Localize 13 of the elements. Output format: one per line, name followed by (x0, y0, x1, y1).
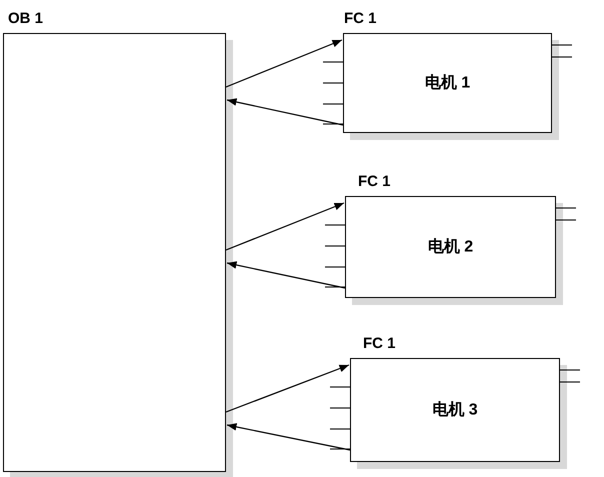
arrow (226, 364, 350, 413)
block-heading: FC 1 (363, 335, 396, 352)
block-label: 电机 3 (431, 400, 479, 420)
arrow (226, 98, 344, 126)
block-heading: FC 1 (358, 173, 391, 190)
block-heading: FC 1 (344, 10, 377, 27)
block-heading: OB 1 (8, 10, 44, 27)
arrow (226, 261, 346, 289)
arrow (226, 202, 344, 251)
arrow (226, 39, 342, 88)
block-label: 电机 1 (424, 73, 472, 94)
block-label: 电机 2 (426, 237, 474, 258)
arrow (226, 423, 350, 451)
